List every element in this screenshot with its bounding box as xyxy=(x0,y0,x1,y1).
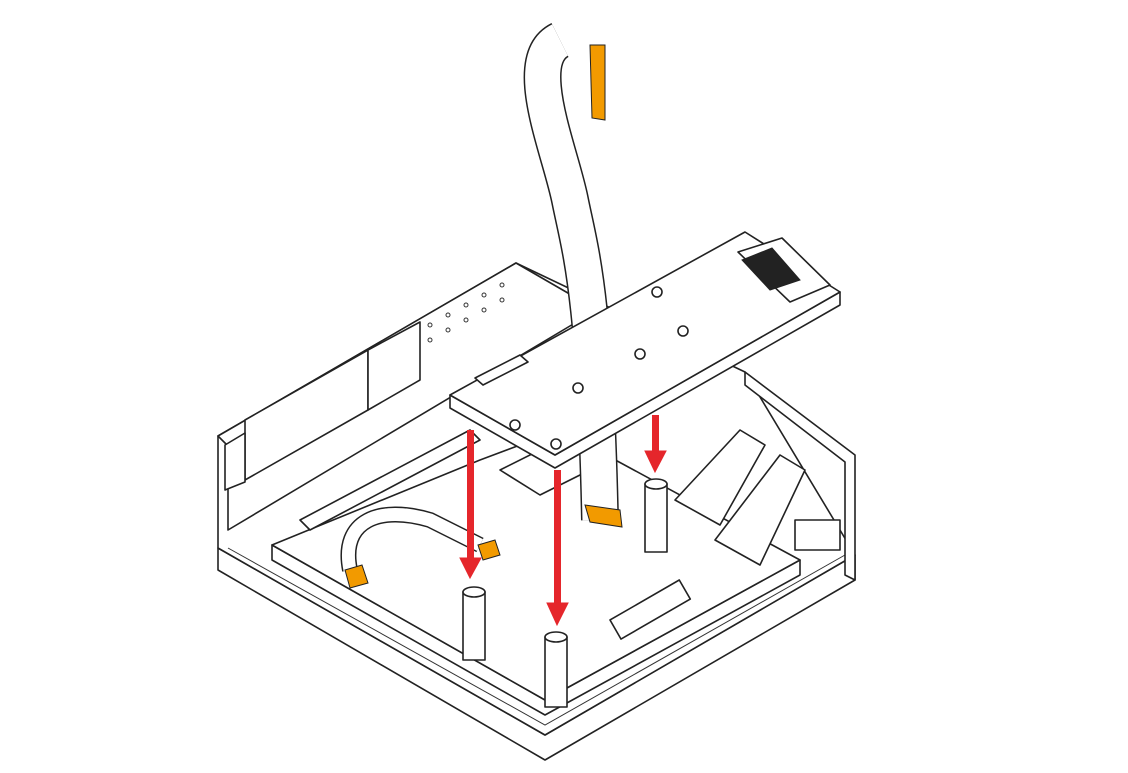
standoff-2 xyxy=(544,631,568,708)
red-arrows xyxy=(459,415,667,627)
terminal-block-2 xyxy=(714,454,806,566)
carrier-board xyxy=(271,429,841,716)
gpio-header xyxy=(299,429,481,531)
arrow-down-icon xyxy=(644,415,667,474)
vent-holes xyxy=(427,282,505,343)
adapter-board xyxy=(449,231,841,469)
terminal-block-1 xyxy=(674,429,766,526)
upper-cable-tip xyxy=(589,44,606,121)
standoff-3 xyxy=(644,478,668,553)
standoff-1 xyxy=(462,586,486,661)
arrow-down-icon xyxy=(546,470,569,627)
chip xyxy=(609,579,692,640)
small-connector xyxy=(474,354,529,386)
fpc-connector-slot xyxy=(741,247,801,291)
arrow-down-icon xyxy=(459,430,482,580)
usb-port xyxy=(794,519,841,551)
lower-cable-tip xyxy=(344,564,369,589)
standoffs xyxy=(462,478,668,708)
